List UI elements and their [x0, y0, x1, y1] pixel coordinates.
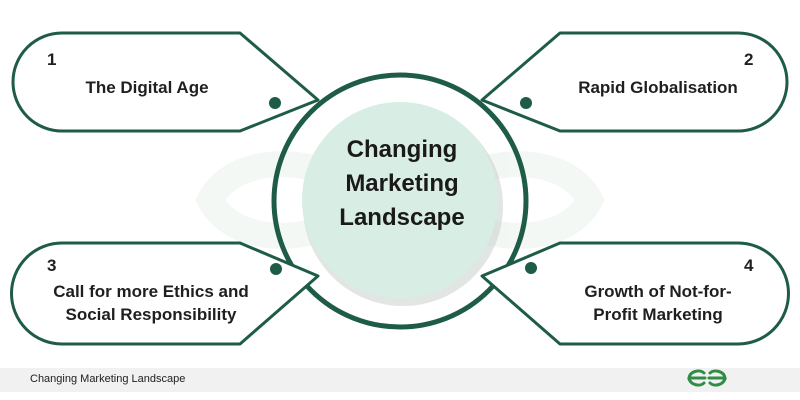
node-3-shape	[10, 241, 320, 346]
node-1-label-line-1: The Digital Age	[85, 78, 209, 97]
node-3-label-line-2: Social Responsibility	[65, 305, 237, 324]
center-title: Changing Marketing Landscape	[318, 133, 486, 235]
node-4-label-line-2: Profit Marketing	[593, 305, 723, 324]
node-2-dot	[520, 97, 532, 109]
node-3-dot	[270, 263, 282, 275]
node-2-number: 2	[744, 50, 754, 69]
node-4-shape	[480, 241, 790, 346]
footer-bar: Changing Marketing Landscape	[0, 368, 800, 392]
node-3-label-line-1: Call for more Ethics and	[53, 282, 249, 301]
node-2-label-line-1: Rapid Globalisation	[578, 78, 738, 97]
node-1-number: 1	[47, 50, 57, 69]
center-outer-ring	[271, 72, 529, 330]
node-3-label: Call for more Ethics and Social Responsi…	[32, 280, 270, 326]
node-2-shape	[480, 31, 789, 133]
center-title-line-1: Changing	[346, 136, 458, 163]
node-4-dot	[525, 262, 537, 274]
node-4-label-line-1: Growth of Not-for-	[584, 282, 732, 301]
node-4-number: 4	[744, 256, 754, 275]
node-2-label: Rapid Globalisation	[560, 76, 756, 99]
footer-label: Changing Marketing Landscape	[30, 373, 186, 385]
gfg-logo-icon	[687, 369, 727, 387]
center-title-line-3: Landscape	[339, 204, 465, 231]
node-1-shape	[11, 31, 320, 133]
node-4-label: Growth of Not-for- Profit Marketing	[560, 280, 756, 326]
node-3-number: 3	[47, 256, 57, 275]
center-title-line-2: Marketing	[345, 170, 459, 197]
node-1-dot	[269, 97, 281, 109]
node-1-label: The Digital Age	[62, 76, 232, 99]
center-disc	[302, 102, 498, 298]
